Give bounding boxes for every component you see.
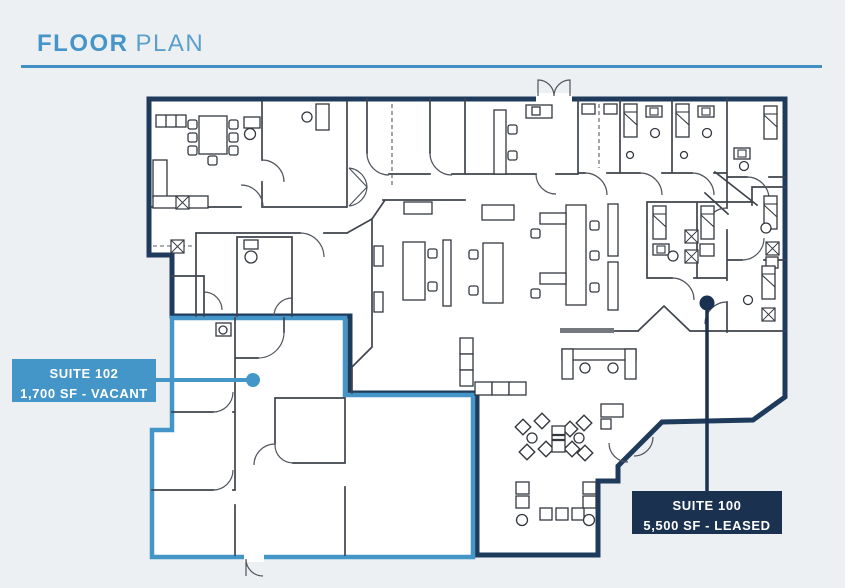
suite-102-dot — [246, 373, 260, 387]
waiting-area-seating — [514, 412, 594, 462]
exterior-door-gaps — [244, 93, 572, 562]
suite-100-dot — [699, 295, 715, 311]
suite-100-detail: 5,500 SF - LEASED — [643, 517, 771, 533]
suite-102-detail: 1,700 SF - VACANT — [20, 385, 148, 401]
couch — [155, 114, 187, 128]
page-title-primary: FLOOR — [37, 30, 129, 57]
suite-102-outline — [149, 315, 476, 560]
title-underline — [21, 65, 822, 68]
callout-graphics — [156, 295, 715, 492]
interior-walls — [151, 98, 786, 556]
suite-102-callout: SUITE 102 1,700 SF - VACANT — [12, 359, 156, 402]
suite-100-name: SUITE 100 — [672, 498, 742, 513]
building-outline — [146, 96, 788, 558]
conference-table — [198, 115, 228, 155]
suite-102-name: SUITE 102 — [49, 366, 119, 381]
page-title-secondary: PLAN — [135, 30, 205, 57]
suite-100-callout: SUITE 100 5,500 SF - LEASED — [632, 491, 782, 534]
low-divider — [560, 328, 614, 333]
furniture-layer — [152, 103, 780, 527]
